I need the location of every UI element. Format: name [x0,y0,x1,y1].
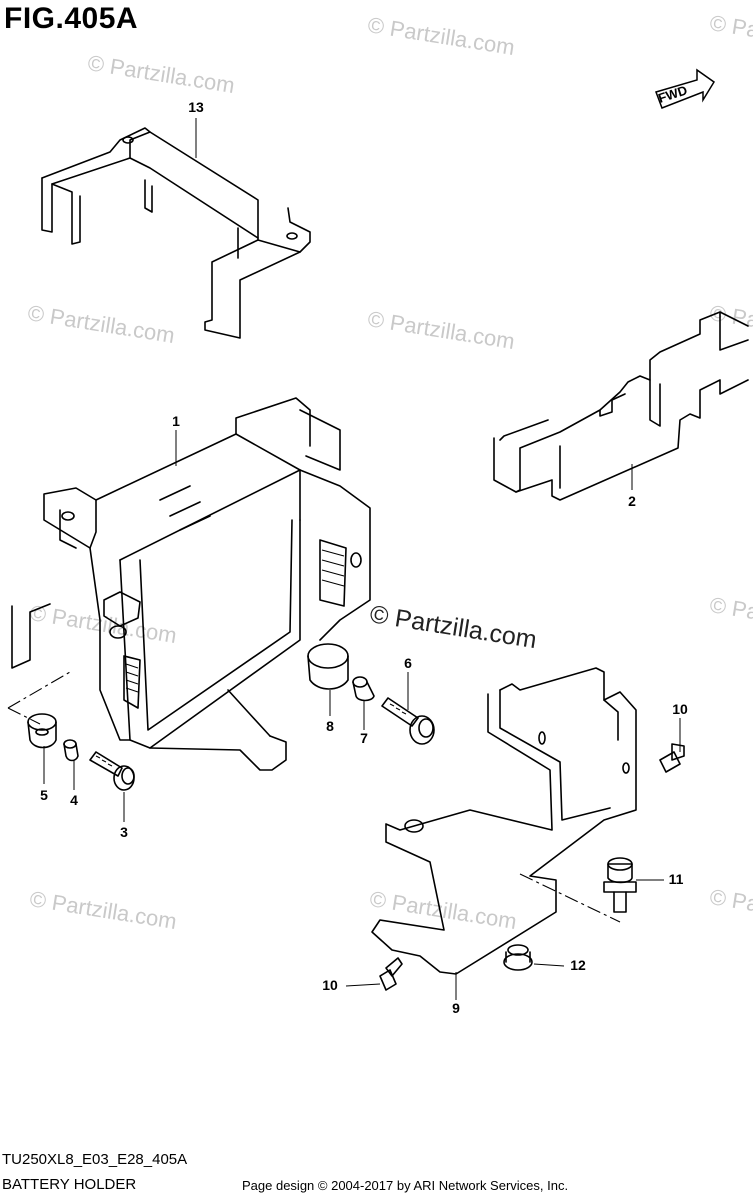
part-4-collar [63,739,79,762]
callout-11: 11 [668,871,684,887]
callout-8: 8 [326,718,334,734]
part-3-bolt [89,751,135,791]
part-9-bracket [371,667,637,975]
diagram-code: TU250XL8_E03_E28_405A [2,1151,188,1168]
leader-line-12 [533,963,565,967]
callout-7: 7 [360,730,368,746]
part-2-battery-band [493,311,749,501]
leader-line-10b [345,983,381,987]
fwd-arrow-icon: FWD [655,68,716,109]
part-1-battery-case [11,397,371,771]
callout-3: 3 [120,824,128,840]
callout-6: 6 [404,655,412,671]
part-11-bolt [603,857,637,913]
part-12-nut [503,944,533,971]
callout-10-upper: 10 [672,701,688,717]
assembly-line [7,671,71,709]
callout-12: 12 [570,957,586,973]
callout-13: 13 [188,99,204,115]
callout-1: 1 [172,413,180,429]
callout-5: 5 [40,787,48,803]
figure-title: FIG.405A [4,2,139,35]
callout-4: 4 [70,792,78,808]
part-6-bolt [381,697,435,745]
part-13-battery-strap [41,127,311,339]
part-10-bolt-lower [379,957,403,991]
part-5-cushion [27,713,57,749]
callout-2: 2 [628,493,636,509]
callout-10-lower: 10 [322,977,338,993]
callout-9: 9 [452,1000,460,1016]
assembly-line [519,873,621,923]
part-8-cushion [307,643,349,690]
assembly-line [7,707,41,725]
part-10-bolt-upper [659,743,685,773]
footer-credit: Page design © 2004-2017 by ARI Network S… [242,1178,569,1193]
diagram-name: BATTERY HOLDER [2,1176,137,1193]
part-7-collar [352,676,375,702]
